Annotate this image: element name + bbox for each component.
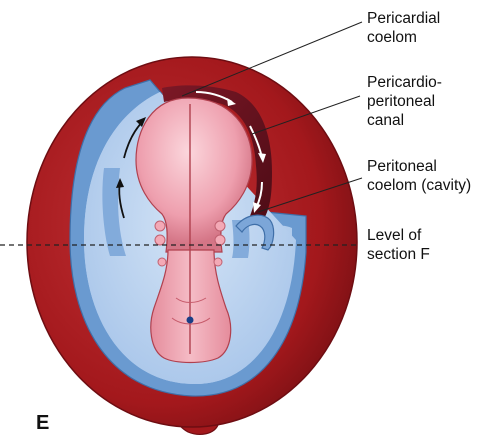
label-line: Level of	[367, 226, 430, 245]
label-line: canal	[367, 111, 442, 130]
label-line: Pericardial	[367, 9, 440, 28]
label-line: coelom (cavity)	[367, 176, 471, 195]
label-level-of-section: Level of section F	[367, 226, 430, 264]
label-line: peritoneal	[367, 92, 442, 111]
label-line: Peritoneal	[367, 157, 471, 176]
label-peritoneal-coelom: Peritoneal coelom (cavity)	[367, 157, 471, 195]
label-line: Pericardio-	[367, 73, 442, 92]
label-line: coelom	[367, 28, 440, 47]
label-pericardial-coelom: Pericardial coelom	[367, 9, 440, 47]
label-pericardioperitoneal-canal: Pericardio- peritoneal canal	[367, 73, 442, 130]
label-line: section F	[367, 245, 430, 264]
umbilicus-dot	[187, 317, 194, 324]
panel-letter: E	[36, 412, 49, 435]
